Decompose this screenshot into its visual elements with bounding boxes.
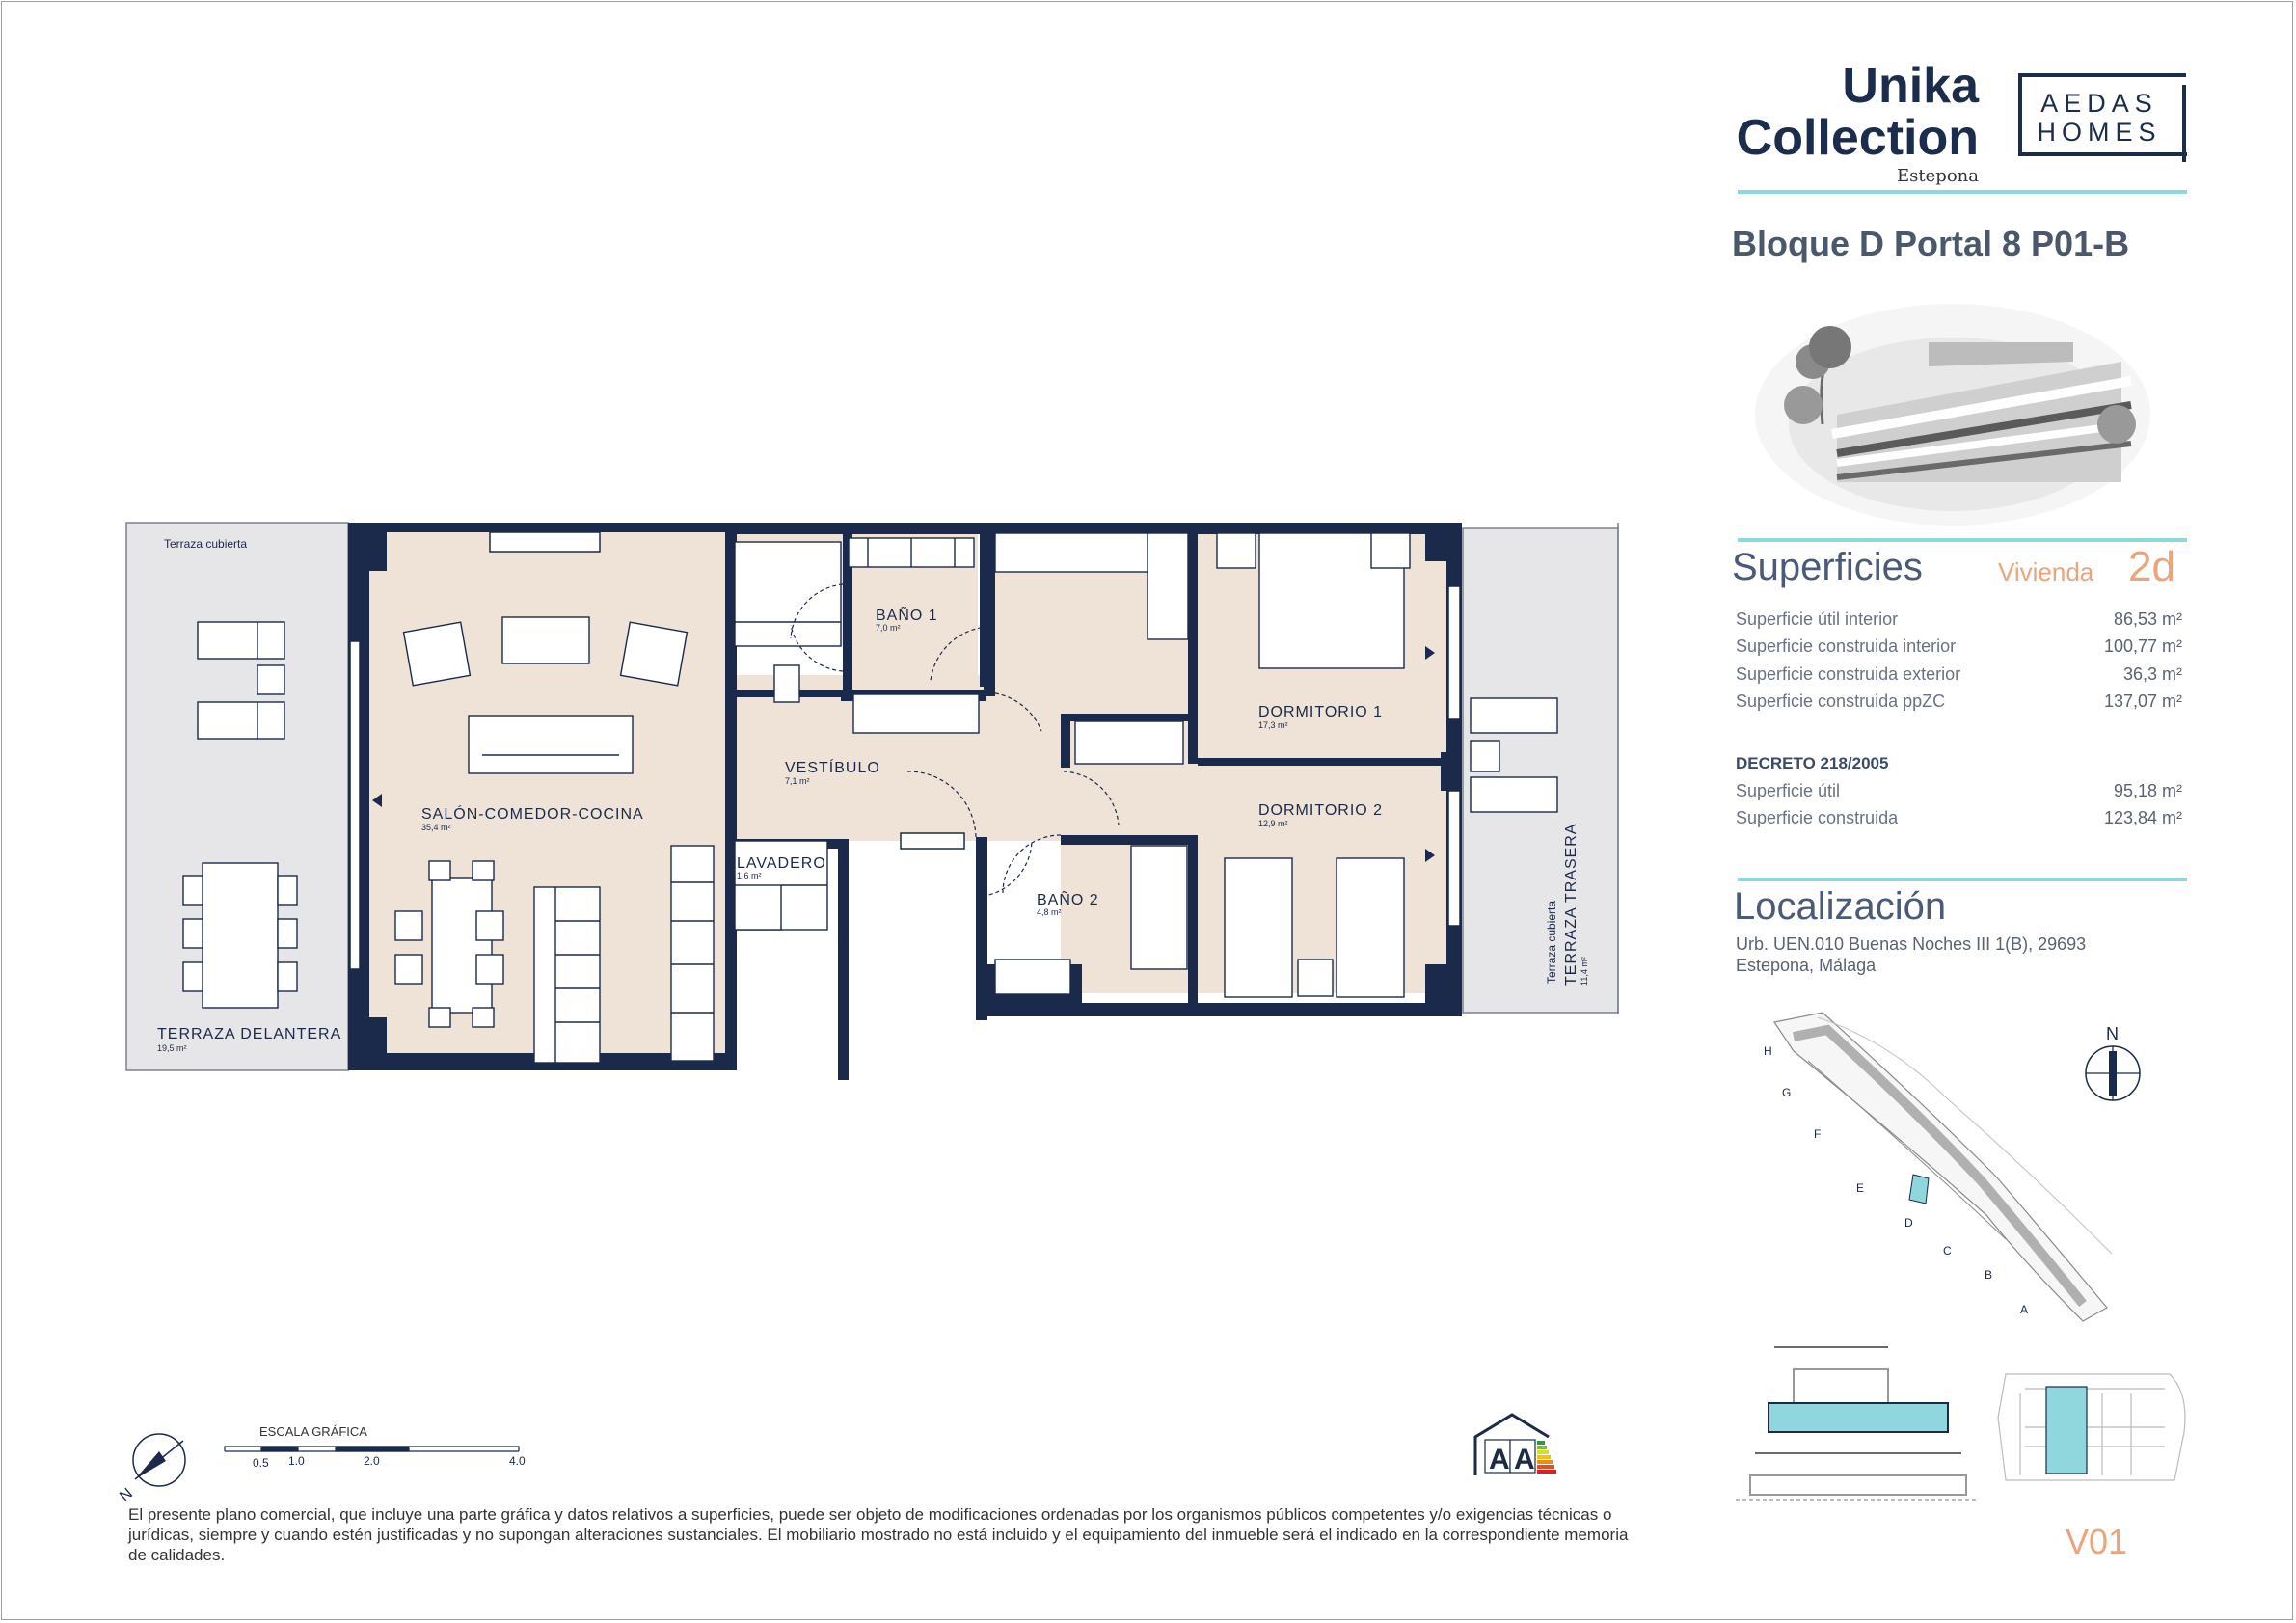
doors	[790, 583, 1120, 898]
surface-row-value: 36,3 m²	[2122, 664, 2182, 684]
scale-title: ESCALA GRÁFICA	[259, 1424, 367, 1439]
disclaimer: El presente plano comercial, que incluye…	[128, 1505, 1629, 1564]
scale-tick: 2.0	[364, 1454, 380, 1468]
arrows	[372, 646, 1435, 862]
site-block-letter: F	[1814, 1127, 1821, 1141]
svg-text:19,5 m²: 19,5 m²	[157, 1043, 187, 1053]
decreto-row-label: Superficie construida	[1736, 808, 1899, 827]
svg-text:12,9 m²: 12,9 m²	[1258, 819, 1288, 828]
svg-text:7,1 m²: 7,1 m²	[785, 776, 810, 786]
surface-row-value: 86,53 m²	[2113, 609, 2182, 629]
room-label-bano-2: BAÑO 2	[1037, 889, 1099, 908]
localizacion-divider	[1738, 878, 2187, 881]
superficies-divider	[1738, 538, 2187, 542]
unit-title: Bloque D Portal 8 P01-B	[1732, 224, 2130, 263]
compass-icon: N	[117, 1433, 186, 1505]
brand-name: Unika Collection	[1736, 58, 1979, 166]
scale-bar	[224, 1446, 520, 1452]
site-block-letter: D	[1904, 1216, 1913, 1230]
surface-row-value: 100,77 m²	[2103, 636, 2182, 656]
room-label-vestibulo: VESTÍBULO	[785, 758, 880, 776]
site-block-letter: G	[1782, 1086, 1791, 1099]
surface-row-label: Superficie construida ppZC	[1736, 691, 1946, 711]
svg-text:7,0 m²: 7,0 m²	[876, 623, 901, 633]
site-north-icon: N	[2085, 1024, 2141, 1101]
scale-tick: 4.0	[509, 1454, 526, 1468]
decreto-row-label: Superficie útil	[1736, 781, 1841, 800]
surface-row-label: Superficie construida exterior	[1736, 664, 1961, 684]
svg-text:N: N	[117, 1485, 136, 1504]
site-block-letter: E	[1856, 1181, 1864, 1195]
scale-tick: 0.5	[253, 1456, 269, 1470]
site-block-letter: A	[2020, 1303, 2028, 1316]
scale-tick: 1.0	[288, 1454, 305, 1468]
energy-rating-icon: A A	[1473, 1413, 1556, 1475]
decreto-row-value: 95,18 m²	[2113, 781, 2182, 800]
svg-text:17,3 m²: 17,3 m²	[1258, 720, 1288, 730]
svg-text:35,4 m²: 35,4 m²	[421, 823, 451, 832]
room-label-bano-1: BAÑO 1	[876, 605, 938, 624]
address: Urb. UEN.010 Buenas Noches III 1(B), 296…	[1736, 934, 2087, 975]
building-render-image	[1755, 304, 2150, 526]
developer-logo	[2018, 73, 2186, 162]
surface-row-label: Superficie útil interior	[1736, 609, 1899, 629]
localizacion-title: Localización	[1734, 885, 1947, 928]
surface-row-label: Superficie construida interior	[1736, 636, 1957, 656]
developer-name: AEDAS HOMES	[2037, 89, 2162, 147]
superficies-title: Superficies	[1732, 546, 1923, 588]
room-label-dormitorio-2: DORMITORIO 2	[1258, 802, 1383, 819]
windows	[349, 531, 1461, 970]
key-plan-diagram	[1997, 1373, 2186, 1481]
decreto-title: DECRETO 218/2005	[1736, 754, 1889, 772]
svg-text:A: A	[1514, 1444, 1535, 1475]
section-diagram	[1736, 1346, 1977, 1501]
svg-text:A: A	[1489, 1444, 1510, 1475]
header-divider	[1738, 190, 2187, 194]
vivienda-type: 2d	[2128, 543, 2175, 590]
site-plan-map: H G F E D C B A N	[1764, 1012, 2141, 1322]
furniture	[182, 532, 1558, 1064]
room-label-salon: SALÓN-COMEDOR-COCINA	[421, 804, 644, 823]
room-label-terraza-trasera: TERRAZA TRASERA	[1563, 823, 1580, 986]
surface-row-value: 137,07 m²	[2103, 691, 2182, 711]
room-label-terraza-trasera-sub: Terraza cubierta	[1545, 901, 1558, 984]
site-block-letter: H	[1764, 1044, 1772, 1058]
svg-text:1,6 m²: 1,6 m²	[737, 871, 762, 880]
developer-logo-underline	[2018, 152, 2187, 156]
vivienda-label: Vivienda	[1998, 557, 2094, 586]
svg-text:4,8 m²: 4,8 m²	[1037, 907, 1062, 917]
site-block-letter: C	[1943, 1244, 1952, 1258]
version-code: V01	[2066, 1522, 2128, 1561]
room-label-dormitorio-1: DORMITORIO 1	[1258, 704, 1383, 720]
room-label-lavadero: LAVADERO	[737, 855, 826, 872]
svg-text:11,4 m²: 11,4 m²	[1580, 957, 1589, 986]
room-label-terraza-cubierta: Terraza cubierta	[164, 537, 247, 551]
decreto-row-value: 123,84 m²	[2103, 808, 2182, 827]
room-label-terraza-delantera: TERRAZA DELANTERA	[157, 1026, 341, 1042]
svg-text:N: N	[2106, 1024, 2119, 1043]
site-block-letter: B	[1985, 1268, 1992, 1282]
brand-location: Estepona	[1897, 166, 1979, 186]
